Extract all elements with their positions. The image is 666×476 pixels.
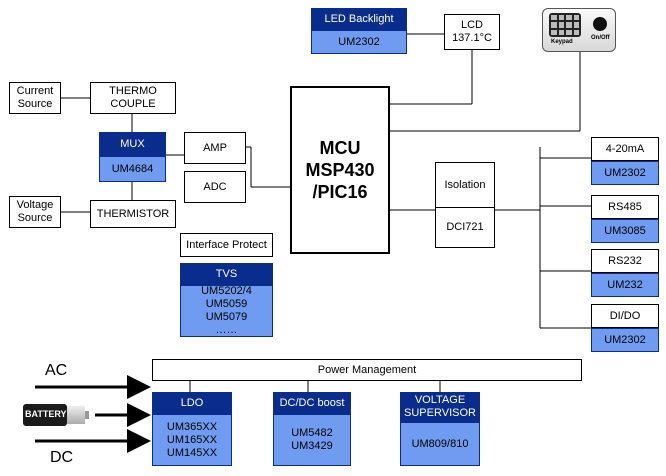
tvs-parts: UM5202/4 UM5059 UM5079 …… <box>180 285 273 337</box>
isolation-part: DCI721 <box>435 208 495 248</box>
interface-4-20ma: 4-20mA <box>591 137 659 161</box>
lcd-reading: 137.1°C <box>452 32 492 44</box>
tvs-part-2: UM5059 <box>205 298 248 310</box>
mux-part: UM4684 <box>99 156 166 182</box>
mcu-line3: /PIC16 <box>312 182 368 202</box>
supervisor-line1: VOLTAGE <box>414 394 466 406</box>
ldo-part-3: UM145XX <box>166 446 218 459</box>
tvs-part-3: UM5079 <box>205 311 248 323</box>
interface-4-20ma-part: UM2302 <box>591 161 659 185</box>
current-source-line1: Current <box>16 85 54 97</box>
dcdc-part-1: UM5482 <box>291 427 333 439</box>
ac-label: AC <box>45 362 68 379</box>
battery-label: BATTERY <box>25 409 67 419</box>
lcd-label: LCD <box>460 19 483 31</box>
ldo-parts: UM365XX UM165XX UM145XX <box>152 414 232 466</box>
keypad-icon <box>549 13 581 37</box>
tvs-part-1: UM5202/4 <box>201 285 252 297</box>
led-backlight-box: LED Backlight <box>311 8 407 30</box>
dcdc-box: DC/DC boost <box>273 392 351 414</box>
interface-rs232: RS232 <box>591 249 659 273</box>
mcu-line1: MCU <box>319 138 361 158</box>
battery-icon: BATTERY <box>23 404 89 426</box>
voltage-source-line2: Source <box>17 212 53 224</box>
current-source-box: Current Source <box>9 82 61 114</box>
onoff-label: On/Off <box>591 35 610 41</box>
keypad-device: Keypad On/Off <box>542 8 616 52</box>
lcd-box: LCD 137.1°C <box>444 14 500 50</box>
dc-label: DC <box>50 449 74 466</box>
tvs-box: TVS <box>180 263 273 285</box>
tvs-part-4: …… <box>215 324 238 336</box>
ldo-box: LDO <box>152 392 232 414</box>
current-source-line2: Source <box>17 98 53 110</box>
thermistor-box: THERMISTOR <box>90 200 176 228</box>
amp-box: AMP <box>184 132 246 164</box>
dcdc-parts: UM5482 UM3429 <box>273 414 351 466</box>
thermocouple-line2: COUPLE <box>110 98 156 110</box>
voltage-supervisor-parts: UM809/810 <box>400 422 480 466</box>
ldo-part-2: UM165XX <box>166 433 218 446</box>
ldo-part-1: UM365XX <box>166 420 218 433</box>
mux-box: MUX <box>99 132 166 156</box>
interface-protect-box: Interface Protect <box>180 233 273 257</box>
adc-box: ADC <box>184 171 246 203</box>
mcu-box: MCU MSP430 /PIC16 <box>290 86 390 254</box>
thermocouple-box: THERMO COUPLE <box>90 82 176 114</box>
voltage-source-box: Voltage Source <box>9 196 61 228</box>
led-backlight-part: UM2302 <box>311 30 407 54</box>
interface-dido-part: UM2302 <box>591 328 659 352</box>
onoff-icon <box>593 17 607 31</box>
interface-rs485-part: UM3085 <box>591 219 659 243</box>
dcdc-part-2: UM3429 <box>291 440 333 452</box>
power-management-box: Power Management <box>152 359 582 381</box>
thermocouple-line1: THERMO <box>109 85 157 97</box>
interface-dido: DI/DO <box>591 304 659 328</box>
supervisor-line2: SUPERVISOR <box>404 407 476 419</box>
interface-rs232-part: UM232 <box>591 273 659 297</box>
isolation-box: Isolation <box>435 162 495 208</box>
keypad-label: Keypad <box>551 39 573 45</box>
voltage-supervisor-box: VOLTAGE SUPERVISOR <box>400 392 480 422</box>
voltage-source-line1: Voltage <box>16 199 54 211</box>
interface-rs485: RS485 <box>591 195 659 219</box>
mcu-line2: MSP430 <box>305 160 375 180</box>
